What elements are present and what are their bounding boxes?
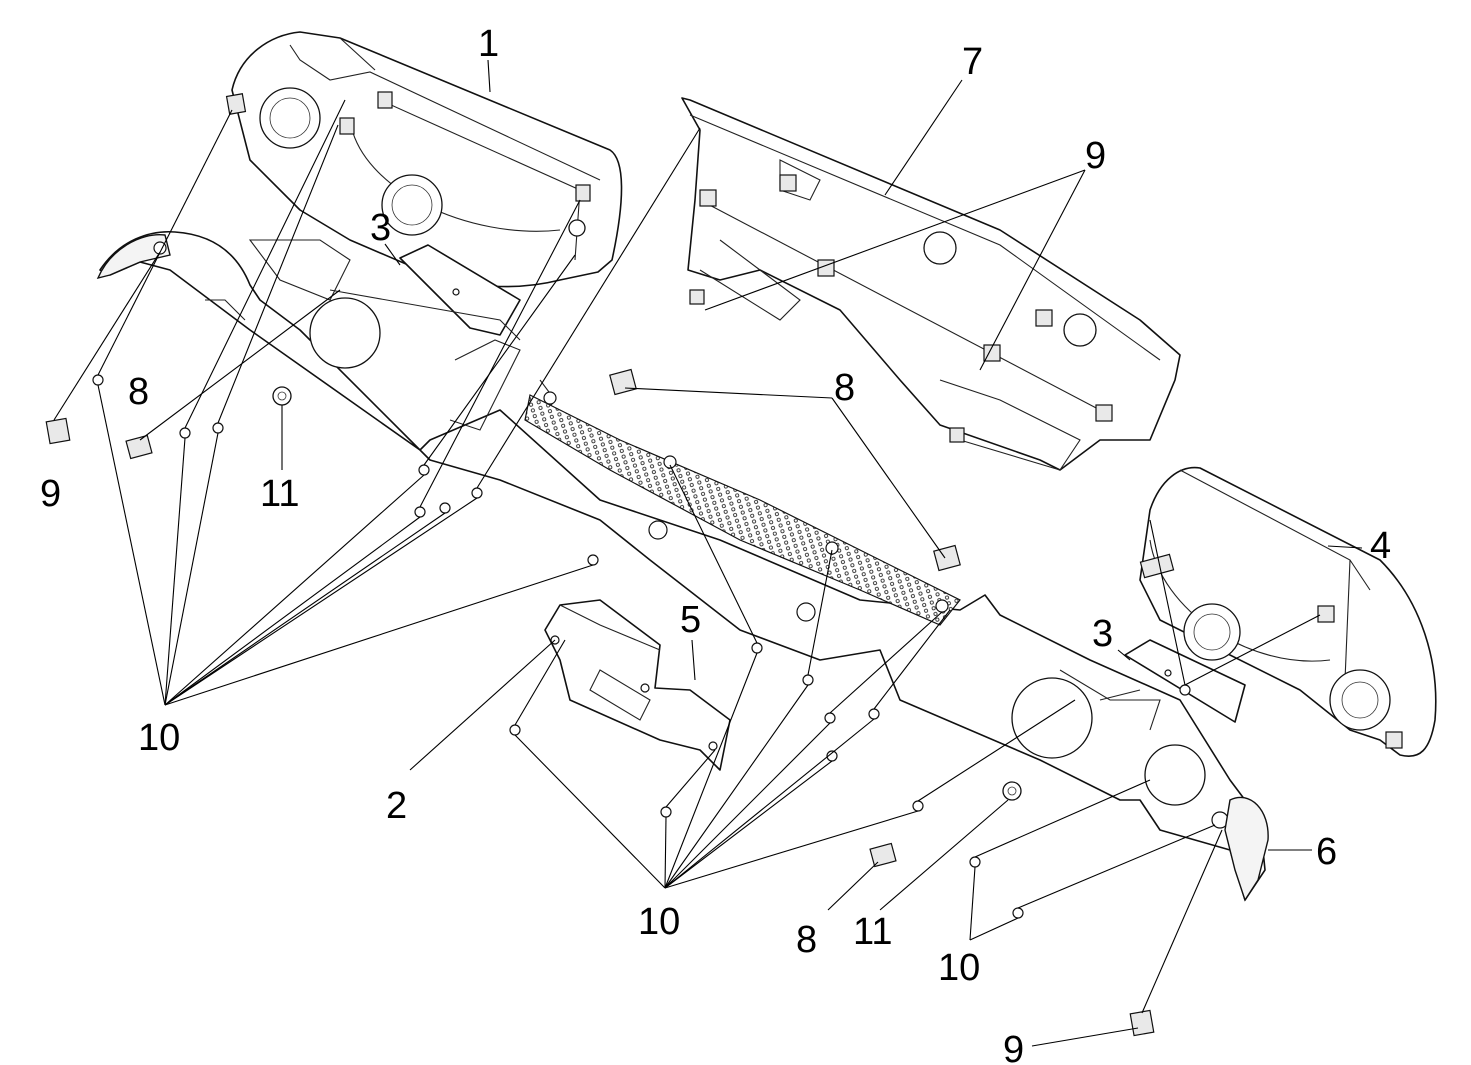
- left-end-cap: [96, 234, 171, 280]
- callout-11-left: 11: [260, 473, 299, 515]
- callout-3-right: 3: [1092, 613, 1113, 655]
- part-5-bracket: [544, 599, 731, 771]
- callout-4: 4: [1370, 525, 1391, 567]
- callout-5: 5: [680, 599, 701, 641]
- callout-11-bottom: 11: [853, 911, 892, 953]
- part-4-right-housing: [1139, 466, 1437, 757]
- callout-8-bottom: 8: [796, 919, 817, 961]
- callout-3-left: 3: [370, 207, 391, 249]
- part-3-right-panel: [1124, 639, 1246, 723]
- leader-lines: [53, 59, 1363, 1047]
- callout-2: 2: [386, 785, 407, 827]
- mesh-grille-strip: [524, 391, 961, 626]
- leader-fan-10-middle: [514, 464, 1076, 889]
- callout-7: 7: [962, 41, 983, 83]
- part-3-left-panel: [399, 244, 521, 336]
- callout-10-right: 10: [938, 947, 980, 989]
- callout-labels: 1 2 3 3 4 5 6 7 8 8 8 9 9 9 10 10 10 11 …: [40, 23, 1391, 1065]
- callout-8-middle: 8: [834, 367, 855, 409]
- leader-fan-10-right: [969, 779, 1216, 941]
- part-6-right-end-cap: [1224, 796, 1269, 902]
- callout-8-left: 8: [128, 371, 149, 413]
- callout-9-left: 9: [40, 473, 61, 515]
- callout-9-upper: 9: [1085, 135, 1106, 177]
- callout-6: 6: [1316, 831, 1337, 873]
- lower-frame-assembly: [99, 230, 1266, 901]
- part-7-upper-center-panel: [681, 97, 1181, 471]
- callout-9-bottom: 9: [1003, 1029, 1024, 1065]
- callout-10-left: 10: [138, 717, 180, 759]
- callout-1: 1: [478, 23, 499, 65]
- leader-fan-10-left: [97, 99, 701, 706]
- callout-10-middle: 10: [638, 901, 680, 943]
